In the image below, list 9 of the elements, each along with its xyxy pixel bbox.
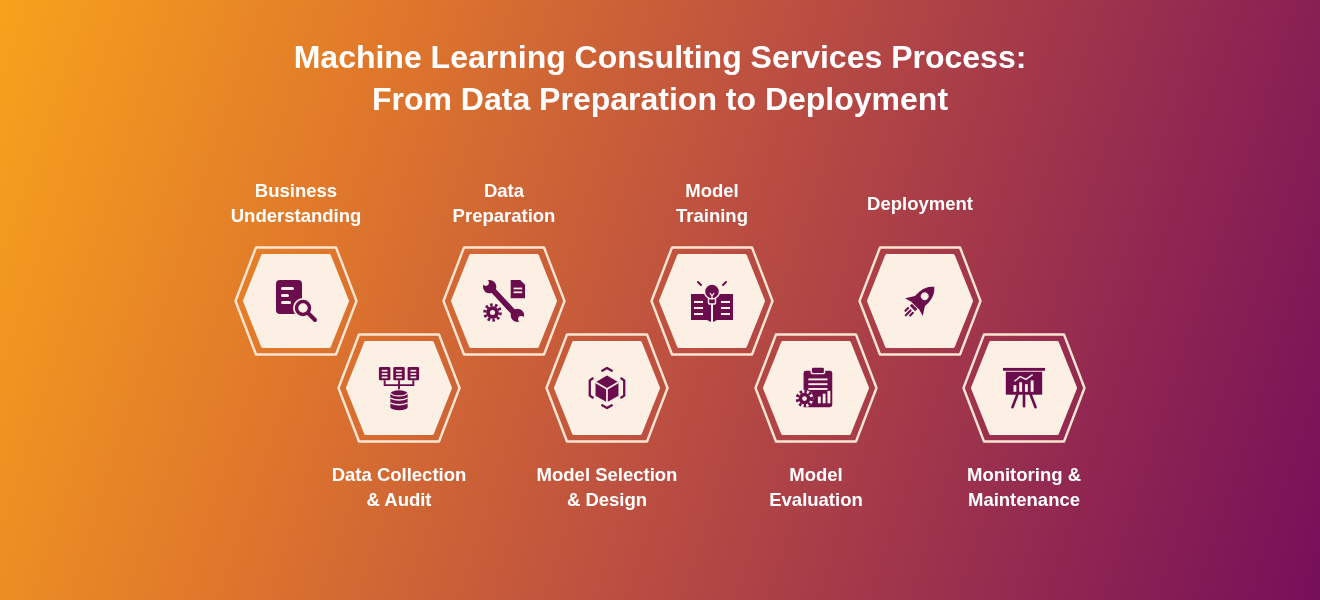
step-title: Deployment <box>866 191 974 216</box>
step-title: Model Selection & Design <box>535 463 679 512</box>
step-title: Data Preparation <box>451 179 557 228</box>
step-title: Data Collection & Audit <box>330 463 468 512</box>
step-title: Model Evaluation <box>768 463 864 512</box>
step-title: Business Understanding <box>229 179 363 228</box>
step-title: Model Training <box>675 179 749 228</box>
step-title: Monitoring & Maintenance <box>965 463 1083 512</box>
title-heading: Machine Learning Consulting Services Process: From Data Preparation to Deployment <box>292 38 1028 119</box>
